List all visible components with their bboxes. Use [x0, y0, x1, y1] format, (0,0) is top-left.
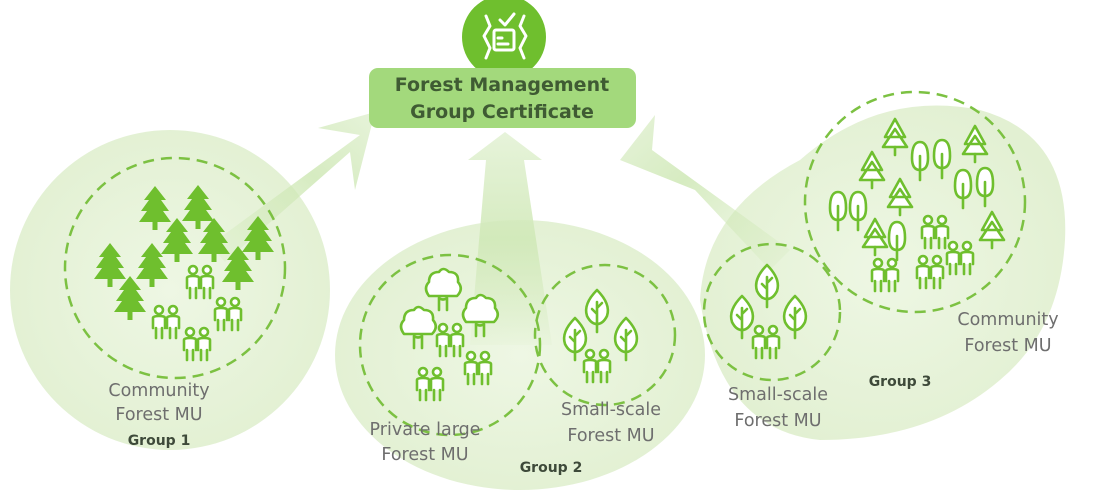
group-3-community-circle — [803, 90, 1027, 314]
group-2-private-label-line1: Private large — [370, 420, 481, 440]
group-3-smallscale-label-line2: Forest MU — [734, 411, 821, 431]
certificate-icon — [482, 12, 528, 60]
certificate-title-line2: Group Certificate — [410, 101, 594, 123]
certificate-title-line1: Forest Management — [395, 74, 609, 96]
group-2-private-circle — [358, 253, 542, 437]
group-3-label: Group 3 — [869, 374, 932, 390]
group-3-smallscale-label-line1: Small-scale — [728, 385, 828, 405]
group-2-private-label-line2: Forest MU — [381, 445, 468, 465]
group-2-arrow — [468, 132, 552, 345]
group-1-community-circle — [63, 156, 287, 380]
certificate-box — [369, 68, 636, 128]
group-2-smallscale-label-line2: Forest MU — [567, 426, 654, 446]
group-3-smallscale-circle — [702, 242, 842, 382]
group-1-unit-label-line1: Community — [108, 381, 209, 401]
certificate-badge: Forest Management Group Certificate — [369, 0, 636, 128]
group-2-smallscale-label-line1: Small-scale — [561, 400, 661, 420]
group-1-arrow — [210, 112, 375, 262]
group-1-unit-label-line2: Forest MU — [115, 405, 202, 425]
group-3-arrow — [620, 115, 790, 270]
group-3-community-label-line1: Community — [957, 310, 1058, 330]
group-1-blob — [10, 130, 330, 450]
certificate-icon-circle — [462, 0, 546, 79]
group-1-label: Group 1 — [128, 433, 191, 449]
group-2-label: Group 2 — [520, 460, 583, 476]
group-2-smallscale-circle — [533, 263, 677, 407]
group-3-community-label-line2: Forest MU — [964, 336, 1051, 356]
